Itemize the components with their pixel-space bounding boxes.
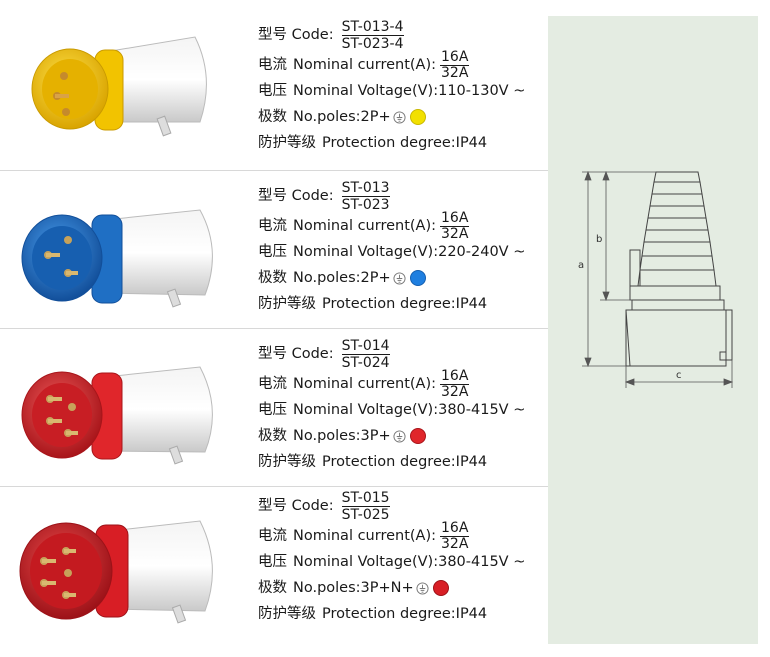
- current-label-cn: 电流: [258, 528, 287, 544]
- voltage-label-cn: 电压: [258, 83, 287, 99]
- current-label: Nominal current(A):: [293, 528, 437, 544]
- dim-b-label: b: [596, 234, 602, 245]
- code-secondary: ST-023-4: [341, 35, 404, 52]
- current-32: 32A: [441, 383, 469, 400]
- poles-label: No.poles:3P+N+: [293, 580, 414, 596]
- dimension-diagram-panel: a b c: [548, 16, 758, 644]
- poles-label-cn: 极数: [258, 270, 287, 286]
- code-secondary: ST-025: [341, 506, 390, 523]
- current-label: Nominal current(A):: [293, 376, 437, 392]
- current-16: 16A: [440, 48, 470, 66]
- protection-label: Protection degree:IP44: [322, 135, 488, 151]
- pin-layout-icon: [409, 428, 426, 444]
- current-16: 16A: [440, 519, 470, 537]
- poles-label: No.poles:2P+: [293, 270, 391, 286]
- protection-label-cn: 防护等级: [258, 296, 316, 312]
- current-label-cn: 电流: [258, 218, 287, 234]
- current-label-cn: 电流: [258, 57, 287, 73]
- voltage-label-cn: 电压: [258, 402, 287, 418]
- protection-label-cn: 防护等级: [258, 135, 316, 151]
- protection-label-cn: 防护等级: [258, 606, 316, 622]
- current-16: 16A: [440, 209, 470, 227]
- code-primary: ST-014: [341, 337, 390, 355]
- pin-layout-icon: [432, 580, 449, 596]
- voltage-label: Nominal Voltage(V):220-240V ~: [293, 244, 526, 260]
- voltage-label-cn: 电压: [258, 554, 287, 570]
- code-secondary: ST-024: [341, 354, 390, 371]
- poles-label-cn: 极数: [258, 580, 287, 596]
- earth-icon: [416, 581, 429, 595]
- voltage-label: Nominal Voltage(V):380-415V ~: [293, 402, 526, 418]
- current-label: Nominal current(A):: [293, 57, 437, 73]
- voltage-label-cn: 电压: [258, 244, 287, 260]
- plug-image-yellow: [31, 36, 207, 137]
- row-divider: [0, 328, 548, 329]
- code-label: 型号 Code:: [258, 188, 334, 204]
- current-32: 32A: [441, 225, 469, 242]
- row-divider: [0, 486, 548, 487]
- code-secondary: ST-023: [341, 196, 390, 213]
- poles-label-cn: 极数: [258, 109, 287, 125]
- code-primary: ST-013-4: [341, 18, 404, 36]
- earth-icon: [393, 110, 406, 124]
- protection-label: Protection degree:IP44: [322, 296, 488, 312]
- plug-image-red-4pin: [21, 366, 213, 465]
- dim-c-label: c: [676, 370, 682, 381]
- poles-label: No.poles:3P+: [293, 428, 391, 444]
- earth-icon: [393, 429, 406, 443]
- poles-label-cn: 极数: [258, 428, 287, 444]
- dimension-drawing: a b c: [578, 170, 734, 388]
- current-32: 32A: [441, 535, 469, 552]
- earth-icon: [393, 271, 406, 285]
- code-primary: ST-013: [341, 179, 390, 197]
- dim-a-label: a: [578, 260, 584, 271]
- code-label: 型号 Code:: [258, 27, 334, 43]
- plug-image-red-5pin: [19, 520, 213, 624]
- code-label: 型号 Code:: [258, 498, 334, 514]
- current-32: 32A: [441, 64, 469, 81]
- current-label-cn: 电流: [258, 376, 287, 392]
- voltage-label: Nominal Voltage(V):110-130V ~: [293, 83, 526, 99]
- current-16: 16A: [440, 367, 470, 385]
- protection-label-cn: 防护等级: [258, 454, 316, 470]
- protection-label: Protection degree:IP44: [322, 454, 488, 470]
- voltage-label: Nominal Voltage(V):380-415V ~: [293, 554, 526, 570]
- code-primary: ST-015: [341, 489, 390, 507]
- pin-layout-icon: [409, 270, 426, 286]
- pin-layout-icon: [409, 109, 426, 125]
- row-divider: [0, 170, 548, 171]
- protection-label: Protection degree:IP44: [322, 606, 488, 622]
- poles-label: No.poles:2P+: [293, 109, 391, 125]
- code-label: 型号 Code:: [258, 346, 334, 362]
- current-label: Nominal current(A):: [293, 218, 437, 234]
- plug-image-blue: [21, 209, 213, 308]
